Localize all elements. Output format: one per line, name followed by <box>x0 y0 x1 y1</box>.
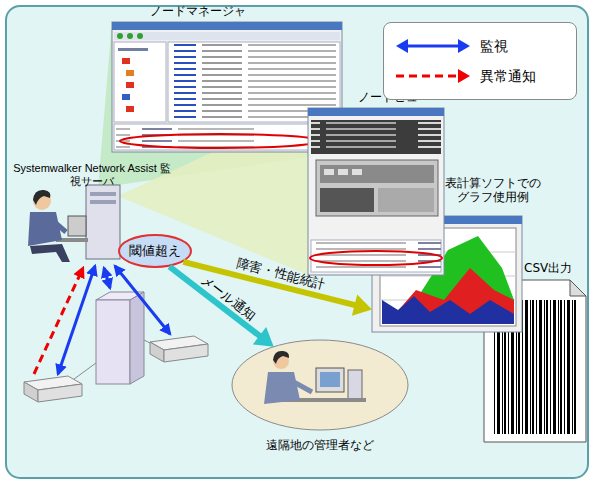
device-front <box>24 382 38 402</box>
server-slot <box>90 192 116 196</box>
server-tower <box>86 185 120 259</box>
admin-pc-tower <box>348 370 362 400</box>
arrow-head <box>458 39 470 53</box>
csv-paper: CSV出力 <box>484 280 586 442</box>
server-box: Systemwalker Network Assist 監視サーバ <box>86 185 120 259</box>
flow-arrow <box>169 267 273 347</box>
legend-line <box>396 75 460 78</box>
device-panel <box>320 165 434 183</box>
highlight-ellipse <box>120 134 320 148</box>
admin-ellipse: 遠隔地の管理者など <box>232 340 408 430</box>
node-label: ノードマネージャ <box>150 4 310 18</box>
monitor-arrow <box>104 268 110 288</box>
legend-sample <box>392 65 476 87</box>
monitor-arrow <box>58 266 95 374</box>
device-side <box>164 344 208 362</box>
admin-arm <box>290 380 312 392</box>
highlight-ellipse <box>310 251 442 265</box>
device-front <box>150 342 164 362</box>
legend-text: 異常通知 <box>480 67 536 85</box>
legend-row: 異常通知 <box>384 65 576 89</box>
window-frame <box>308 108 444 275</box>
toolbar <box>114 32 340 40</box>
tree-icon <box>126 82 134 88</box>
arrow-head <box>458 69 470 83</box>
status-panel <box>311 240 441 272</box>
alert-arrow <box>34 268 83 374</box>
node-label: CSV出力 <box>524 261 586 275</box>
chart-area <box>382 296 514 324</box>
title-bar <box>308 108 444 116</box>
admin-hair <box>273 351 289 364</box>
monitor <box>68 216 86 236</box>
toolbar-icon <box>127 33 133 39</box>
edge-label: メール通知 <box>198 272 259 324</box>
flow-arrow <box>183 262 372 316</box>
node-label: Systemwalker Network Assist 監視サーバ <box>12 162 172 188</box>
device-panel <box>320 188 374 212</box>
device-port <box>324 169 334 175</box>
operator-body <box>28 212 62 246</box>
info-rows <box>311 122 441 152</box>
toolbar-icon <box>117 33 123 39</box>
event-list <box>114 124 340 150</box>
toolbar-icon <box>137 33 143 39</box>
spreadsheet-window: 表計算ソフトでのグラフ使用例 <box>372 216 522 332</box>
arrow-head <box>352 294 372 315</box>
remote-admin-illustration <box>232 340 408 430</box>
title-bar <box>112 22 342 30</box>
tree-panel <box>114 42 166 122</box>
status-rows <box>311 242 441 270</box>
node-view-screenshot <box>308 108 444 275</box>
admin-screen <box>320 372 340 387</box>
edge-label: 障害・性能統計 <box>235 255 327 292</box>
threshold-ellipse: 閾値超え <box>118 234 192 268</box>
legend-sample <box>392 35 476 57</box>
monitoring-arrows <box>34 266 170 374</box>
device-image <box>316 160 438 216</box>
device-panel <box>378 188 434 212</box>
tree-icon <box>122 58 130 64</box>
background-panel <box>6 6 588 478</box>
tree-icon <box>122 94 130 100</box>
admin-body <box>264 372 300 404</box>
operator-at-server <box>28 185 120 262</box>
server-slot <box>90 200 116 204</box>
tree-icon <box>126 106 134 112</box>
paper-fold <box>570 280 586 296</box>
device-port <box>338 169 348 175</box>
legend-text: 監視 <box>480 37 508 55</box>
monitor-arrow <box>115 266 170 334</box>
operator-legs <box>30 244 70 262</box>
tree-item <box>118 48 148 51</box>
admin-monitor <box>316 368 344 392</box>
arrow-head <box>396 39 408 53</box>
device-port <box>352 169 362 175</box>
tree-icon <box>126 70 134 76</box>
tower-side <box>130 292 144 384</box>
info-panel <box>311 120 441 154</box>
tower-front <box>96 300 130 384</box>
window-screenshot: ノードビュー <box>308 108 444 275</box>
arrow-head <box>253 327 274 347</box>
legend-box: 監視異常通知 <box>383 22 577 100</box>
operator-arm <box>52 220 66 232</box>
admin-backdrop <box>232 340 408 430</box>
network-devices <box>24 292 208 402</box>
window-screenshot: ノードマネージャ <box>112 22 342 152</box>
legend-line <box>406 45 460 48</box>
node-label: 表計算ソフトでのグラフ使用例 <box>444 176 542 205</box>
node-label: 遠隔地の管理者など <box>220 438 420 452</box>
arrow-shaft <box>183 262 358 306</box>
arrow-shaft <box>169 267 262 338</box>
operator-hair <box>33 190 50 205</box>
device-side <box>38 384 82 402</box>
legend-row: 監視 <box>384 35 576 59</box>
node-label: 閾値超え <box>120 236 190 266</box>
